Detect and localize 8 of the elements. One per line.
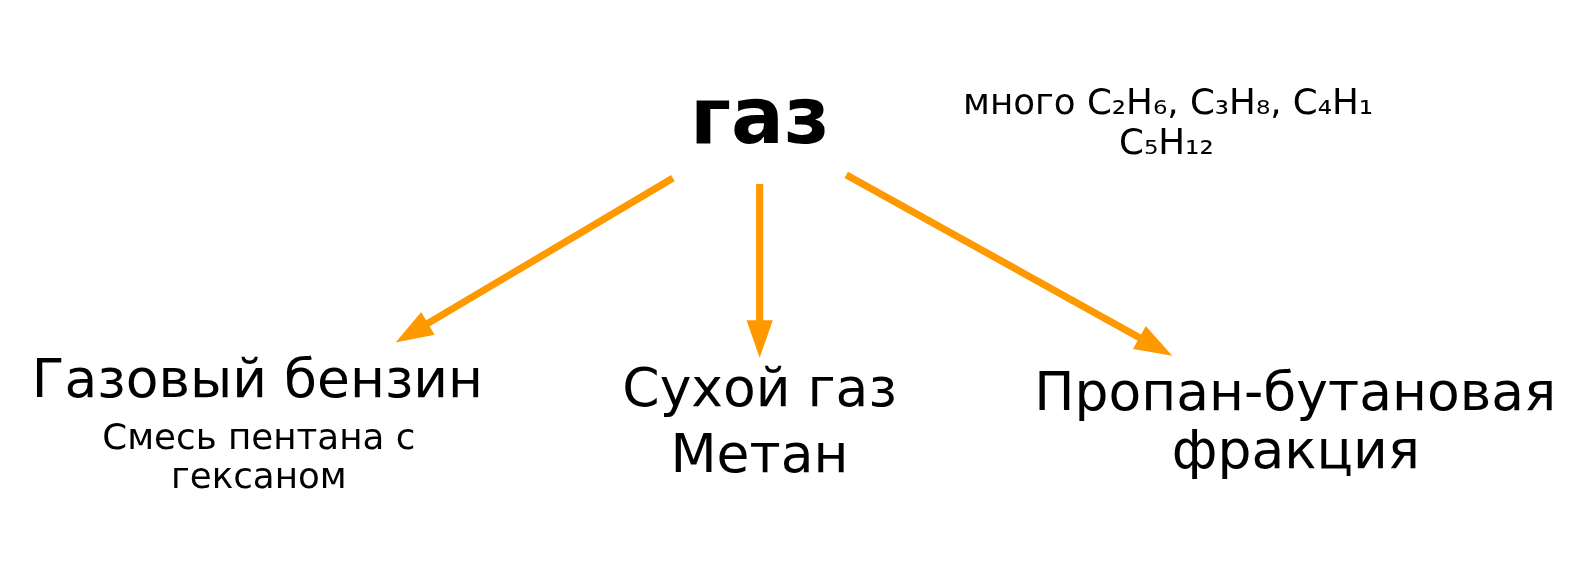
node-text: Сухой газ Метан [622,355,897,485]
node-text: газ [690,70,830,163]
node-text: Пропан-бутановая фракция [1034,359,1557,482]
node-text: Газовый бензин [31,347,484,411]
node-label: Смесь пентана с гексаном [102,415,416,496]
label: много C₂H₆, C₃H₈, C₄H₁ C₅H₁₂ [963,81,1374,162]
arrow [395,175,675,343]
arrow [844,171,1173,356]
